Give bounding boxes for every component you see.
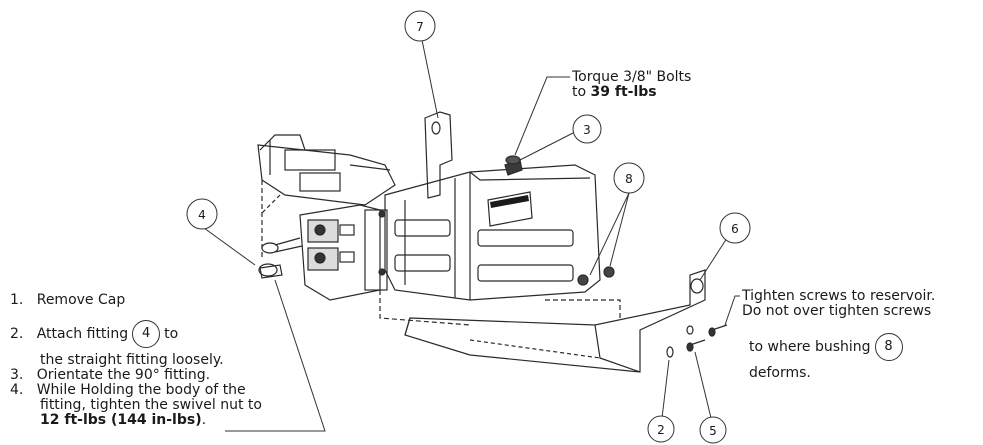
step-2-number: 2. [10, 326, 24, 342]
inline-callout-4: 4 [132, 320, 161, 348]
step-2-continuation: the straight fitting loosely. [40, 352, 224, 368]
step-3: 3. Orientate the 90° fitting. [10, 367, 210, 383]
svg-text:8: 8 [625, 172, 633, 186]
step-3-number: 3. [10, 367, 24, 383]
svg-text:7: 7 [416, 20, 424, 34]
step-4: 4. While Holding the body of the [10, 382, 246, 398]
step-1: 1. Remove Cap [10, 292, 125, 308]
step-4-line2: fitting, tighten the swivel nut to [40, 397, 262, 413]
breather-cap [504, 155, 523, 176]
step-2-suffix: to [164, 326, 179, 342]
leader-3 [519, 132, 574, 161]
leader-steps [225, 279, 326, 432]
step-3-text: Orientate the 90° fitting. [36, 367, 211, 383]
leader-8a [589, 192, 630, 276]
step-4-line1: While Holding the body of the [36, 382, 246, 398]
reservoir-tank [384, 164, 601, 301]
torque-note-prefix: to [572, 84, 591, 100]
callout-4: 4 [186, 198, 218, 230]
motor-unit [257, 144, 396, 206]
step-1-text: Remove Cap [36, 292, 126, 308]
washer [666, 346, 674, 358]
hose-fitting [258, 237, 303, 279]
leader-2 [661, 359, 670, 419]
callout-6: 6 [719, 212, 751, 244]
svg-text:4: 4 [198, 208, 206, 222]
mounting-bracket [404, 269, 706, 373]
step-4-number: 4. [10, 382, 24, 398]
leader-6 [699, 237, 728, 281]
callout-7: 7 [404, 10, 436, 42]
leader-8b [609, 192, 630, 267]
leader-reservoir [724, 295, 740, 326]
bracket-slot [690, 278, 704, 294]
reservoir-note-line2: Do not over tighten screws [742, 303, 932, 319]
svg-text:5: 5 [709, 424, 717, 438]
step-4-period: . [201, 412, 207, 428]
leader-5 [694, 351, 712, 419]
svg-text:2: 2 [657, 423, 665, 437]
bushing-right [603, 266, 615, 278]
callout-2: 2 [647, 415, 675, 443]
leader-4 [203, 227, 256, 266]
step-4-torque-value: 12 ft-lbs (144 in-lbs) [40, 412, 202, 428]
vertical-bracket [424, 111, 453, 199]
leader-torque [514, 76, 570, 156]
callout-3: 3 [572, 114, 602, 144]
reservoir-note-line1: Tighten screws to reservoir. [742, 288, 936, 304]
callout-5: 5 [699, 416, 727, 444]
inline-callout-8: 8 [874, 333, 903, 361]
torque-note-line1: Torque 3/8" Bolts [572, 69, 692, 85]
leader-7 [421, 39, 439, 119]
svg-text:3: 3 [583, 123, 591, 137]
torque-note-line2: to 39 ft-lbs [572, 84, 657, 100]
svg-text:6: 6 [731, 222, 739, 236]
torque-value: 39 ft-lbs [590, 84, 657, 100]
reservoir-note-line3-text: to where bushing [749, 339, 871, 355]
step-1-number: 1. [10, 292, 24, 308]
step-2-prefix: Attach fitting [36, 326, 129, 342]
bushing-left [577, 274, 589, 286]
reservoir-note-line4: deforms. [749, 365, 811, 381]
callout-8: 8 [613, 162, 645, 194]
screw-lower [686, 339, 706, 352]
screw-upper [708, 324, 728, 337]
step-4-line3: 12 ft-lbs (144 in-lbs). [40, 412, 206, 428]
